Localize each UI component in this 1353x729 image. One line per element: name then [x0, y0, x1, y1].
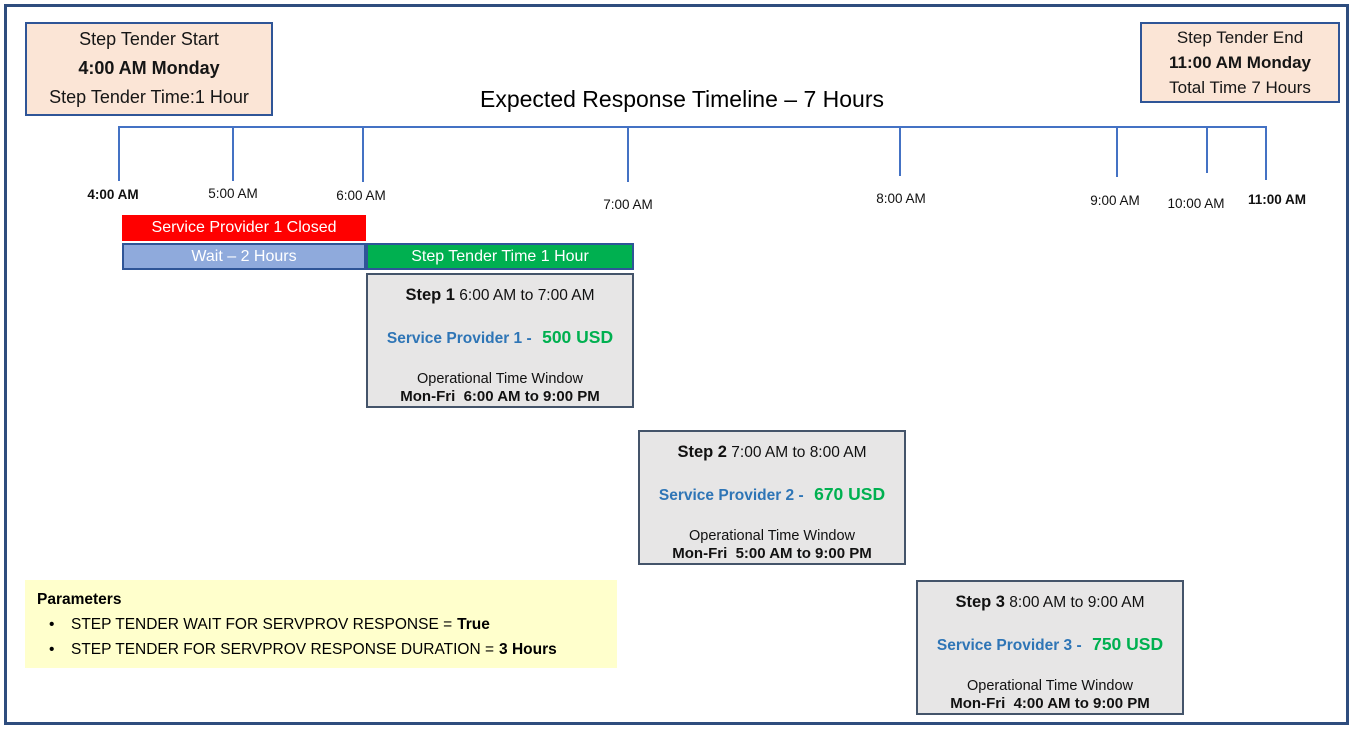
tick-label-7am: 7:00 AM [603, 197, 653, 212]
parameters-box: Parameters • STEP TENDER WAIT FOR SERVPR… [25, 580, 617, 668]
step-2-header: Step 2 7:00 AM to 8:00 AM [640, 443, 904, 462]
tick-label-6am: 6:00 AM [336, 188, 386, 203]
tick-label-8am: 8:00 AM [876, 191, 926, 206]
step-3-provider-row: Service Provider 3 - 750 USD [918, 634, 1182, 655]
parameter-2-value: 3 Hours [499, 641, 557, 658]
step-1-name: Step 1 [405, 286, 455, 304]
step-2-price: 670 USD [814, 484, 886, 504]
step-1-box: Step 1 6:00 AM to 7:00 AM Service Provid… [366, 273, 634, 408]
step-tender-time-bar: Step Tender Time 1 Hour [366, 243, 634, 270]
parameter-item: • STEP TENDER FOR SERVPROV RESPONSE DURA… [49, 641, 617, 659]
step-1-provider-row: Service Provider 1 - 500 USD [368, 327, 632, 348]
step-3-price: 750 USD [1092, 634, 1164, 654]
step-2-name: Step 2 [677, 443, 727, 461]
wait-bar: Wait – 2 Hours [122, 243, 366, 270]
parameter-item: • STEP TENDER WAIT FOR SERVPROV RESPONSE… [49, 616, 617, 634]
step-2-time-range: 7:00 AM to 8:00 AM [731, 444, 867, 461]
step-2-provider: Service Provider 2 - [658, 487, 804, 504]
step-tender-start-box: Step Tender Start 4:00 AM Monday Step Te… [25, 22, 273, 116]
step-1-op-window-title: Operational Time Window [416, 371, 583, 387]
tick-label-10am: 10:00 AM [1167, 196, 1225, 211]
tick-4am [118, 126, 120, 181]
parameter-1-value: True [457, 616, 490, 633]
bullet-icon: • [49, 616, 55, 633]
step-2-provider-row: Service Provider 2 - 670 USD [640, 484, 904, 505]
timeline-axis [119, 126, 1267, 128]
end-box-line3: Total Time 7 Hours [1169, 78, 1311, 97]
bullet-icon: • [49, 641, 55, 658]
tick-7am [627, 126, 629, 182]
tick-label-11am: 11:00 AM [1247, 192, 1307, 207]
parameter-1-label: STEP TENDER WAIT FOR SERVPROV RESPONSE = [71, 616, 453, 633]
service-provider-closed-bar: Service Provider 1 Closed [122, 215, 366, 241]
step-3-time-range: 8:00 AM to 9:00 AM [1009, 594, 1145, 611]
tick-label-9am: 9:00 AM [1090, 193, 1140, 208]
step-3-box: Step 3 8:00 AM to 9:00 AM Service Provid… [916, 580, 1184, 715]
tick-5am [232, 126, 234, 181]
tick-10am [1206, 126, 1208, 173]
page-border [4, 4, 1349, 725]
start-box-line3: Step Tender Time:1 Hour [49, 87, 249, 107]
parameter-2-label: STEP TENDER FOR SERVPROV RESPONSE DURATI… [71, 641, 495, 658]
step-2-box: Step 2 7:00 AM to 8:00 AM Service Provid… [638, 430, 906, 565]
step-2-op-window-hours: Mon-Fri 5:00 AM to 9:00 PM [672, 545, 872, 562]
end-box-line1: Step Tender End [1176, 28, 1304, 47]
step-tender-end-box: Step Tender End 11:00 AM Monday Total Ti… [1140, 22, 1340, 103]
step-1-time-range: 6:00 AM to 7:00 AM [459, 287, 595, 304]
tick-label-4am: 4:00 AM [87, 187, 139, 202]
step-3-op-window-title: Operational Time Window [966, 678, 1133, 694]
tick-9am [1116, 126, 1118, 177]
start-box-time: 4:00 AM Monday [78, 58, 220, 78]
step-1-provider: Service Provider 1 - [386, 330, 532, 347]
page-title: Expected Response Timeline – 7 Hours [480, 86, 884, 112]
tick-6am [362, 126, 364, 182]
step-1-op-window-hours: Mon-Fri 6:00 AM to 9:00 PM [400, 388, 600, 405]
tick-label-5am: 5:00 AM [208, 186, 258, 201]
step-1-header: Step 1 6:00 AM to 7:00 AM [368, 286, 632, 305]
parameters-title: Parameters [37, 591, 122, 608]
tick-8am [899, 126, 901, 176]
start-box-line1: Step Tender Start [79, 29, 219, 49]
step-3-op-window-hours: Mon-Fri 4:00 AM to 9:00 PM [950, 695, 1150, 712]
step-3-name: Step 3 [955, 593, 1005, 611]
end-box-time: 11:00 AM Monday [1168, 53, 1312, 72]
step-3-header: Step 3 8:00 AM to 9:00 AM [918, 593, 1182, 612]
step-2-op-window-title: Operational Time Window [688, 528, 855, 544]
step-3-provider: Service Provider 3 - [936, 637, 1082, 654]
tick-11am [1265, 126, 1267, 180]
step-1-price: 500 USD [542, 327, 614, 347]
